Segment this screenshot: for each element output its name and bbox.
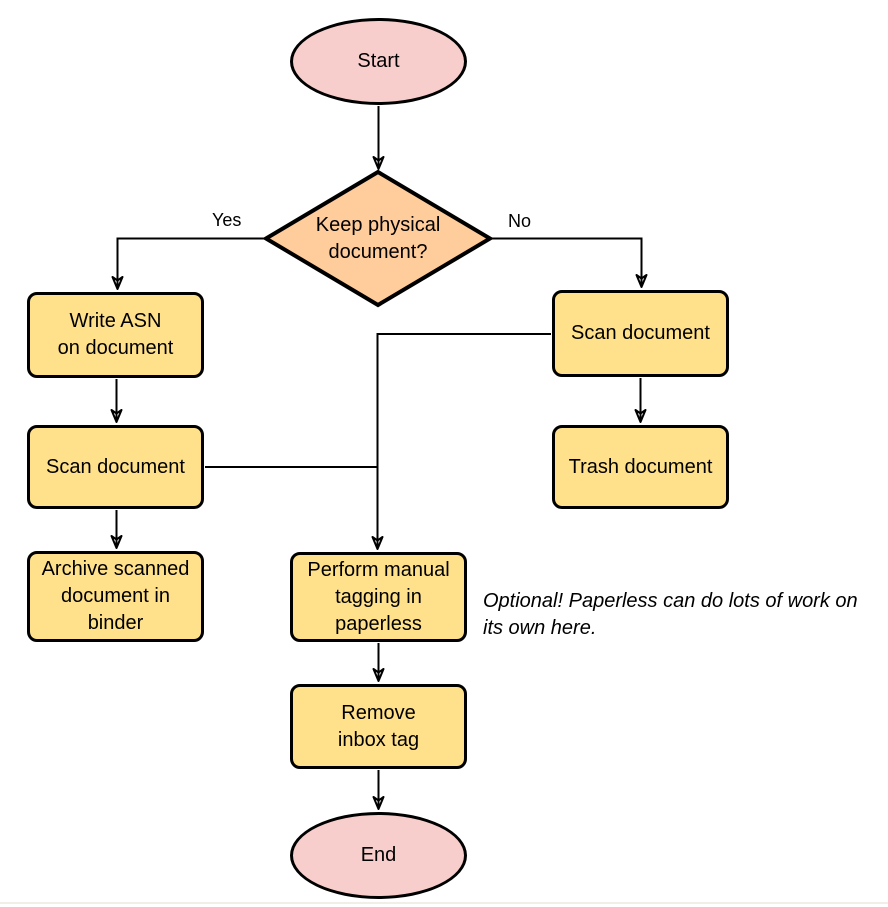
node-scan-document-keep: Scan document: [27, 425, 204, 509]
node-decision-label: Keep physical document?: [315, 214, 441, 263]
decision-diamond-shape: [262, 169, 494, 308]
node-end: End: [290, 812, 467, 899]
node-start: Start: [290, 18, 467, 105]
node-write-asn: Write ASN on document: [27, 292, 204, 378]
node-remove-inbox-tag: Remove inbox tag: [290, 684, 467, 769]
edge-label-no: No: [506, 211, 534, 231]
edge-label-yes: Yes: [210, 210, 244, 230]
node-scan-document-discard: Scan document: [552, 290, 729, 377]
node-manual-tagging: Perform manual tagging in paperless: [290, 552, 467, 642]
page-bottom-border: [0, 902, 888, 904]
edge-scan-discard-to-tagging: [371, 333, 551, 550]
node-archive-binder: Archive scanned document in binder: [27, 551, 204, 642]
edge-decision-to-write-asn: [111, 237, 266, 290]
node-trash-document: Trash document: [552, 425, 729, 509]
optional-note: Optional! Paperless can do lots of work …: [483, 590, 858, 639]
edge-decision-to-scan-discard: [490, 237, 648, 288]
